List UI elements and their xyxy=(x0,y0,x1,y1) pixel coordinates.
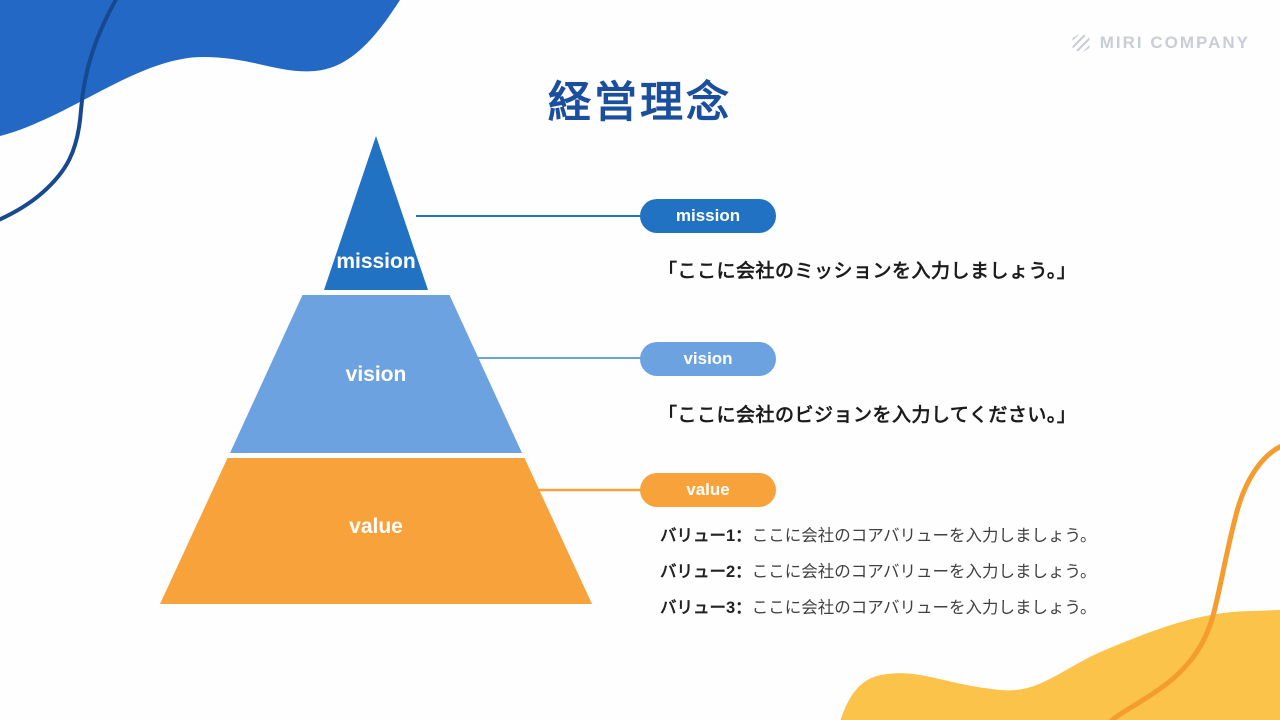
vision-tag-label: vision xyxy=(683,349,733,368)
value-item-1-label: バリュー1： xyxy=(660,527,752,545)
pyramid-layer-value xyxy=(160,458,592,604)
value-item-3-label: バリュー3： xyxy=(660,599,752,617)
value-list: バリュー1：ここに会社のコアバリューを入力しましょう。 バリュー2：ここに会社の… xyxy=(660,518,1097,626)
value-item-2-text: ここに会社のコアバリューを入力しましょう。 xyxy=(751,563,1097,581)
mission-tag-label: mission xyxy=(675,206,741,225)
value-tag-pill: value xyxy=(640,473,776,507)
company-logo-text: MIRI COMPANY xyxy=(1099,33,1250,52)
pyramid-layer-vision xyxy=(230,295,522,453)
mission-tag-pill: mission xyxy=(640,199,776,233)
vision-tag-pill: vision xyxy=(640,342,776,376)
value-item-1-text: ここに会社のコアバリューを入力しましょう。 xyxy=(751,527,1097,545)
value-item-3-text: ここに会社のコアバリューを入力しましょう。 xyxy=(751,599,1097,617)
pyramid-label-value: value xyxy=(349,515,403,538)
mission-statement-text: 「ここに会社のミッションを入力しましょう。」 xyxy=(658,261,1077,282)
value-item-1: バリュー1：ここに会社のコアバリューを入力しましょう。 xyxy=(660,518,1097,554)
pyramid-label-vision: vision xyxy=(346,363,407,386)
company-logo: MIRI COMPANY xyxy=(1070,32,1250,54)
vision-statement-text: 「ここに会社のビジョンを入力してください。」 xyxy=(658,405,1077,426)
value-tag-label: value xyxy=(686,480,730,499)
striped-hexagon-logo-icon xyxy=(1072,33,1090,53)
orange-curve-line xyxy=(1108,444,1280,720)
page-title: 経営理念 xyxy=(548,79,732,127)
value-item-2-label: バリュー2： xyxy=(660,563,752,581)
pyramid-label-mission: mission xyxy=(336,250,415,273)
yellow-blob-shape xyxy=(840,610,1280,720)
value-item-2: バリュー2：ここに会社のコアバリューを入力しましょう。 xyxy=(660,554,1097,590)
pyramid-layer-mission xyxy=(324,136,428,290)
value-item-3: バリュー3：ここに会社のコアバリューを入力しましょう。 xyxy=(660,590,1097,626)
